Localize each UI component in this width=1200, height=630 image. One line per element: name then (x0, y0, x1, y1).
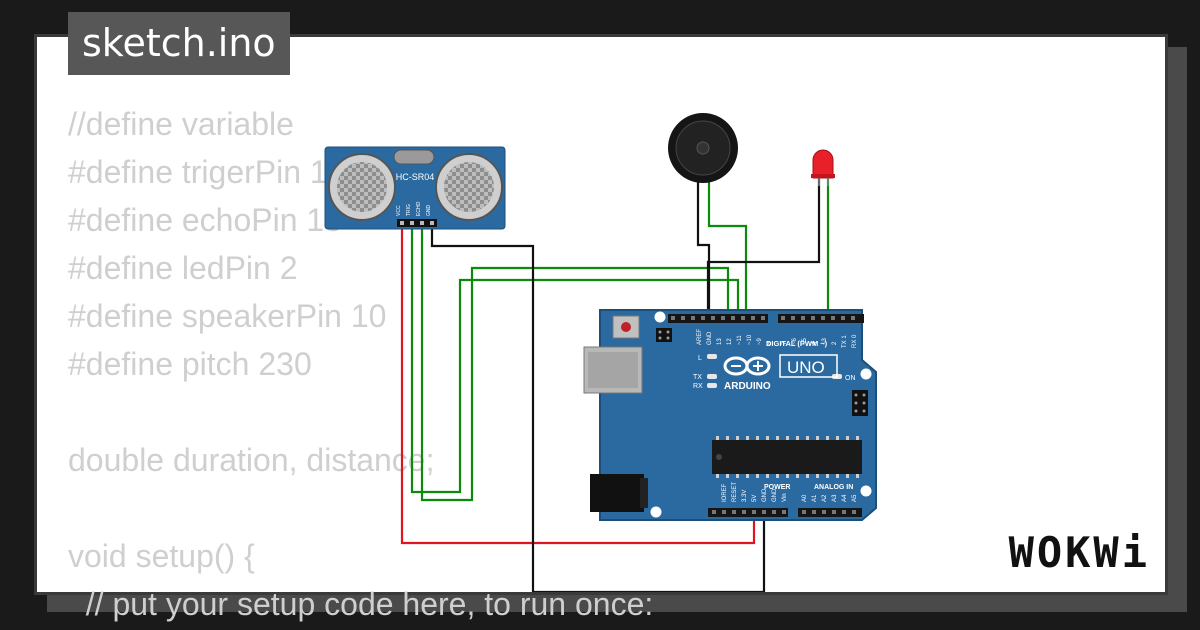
power-label: POWER (764, 484, 790, 491)
wire-led-gnd[interactable] (706, 178, 821, 320)
led-rx-label: RX (693, 383, 703, 390)
code-line: #define pitch 230 (68, 346, 312, 382)
wire-trig[interactable] (410, 228, 740, 494)
pin-label-a1: A1 (812, 494, 818, 502)
code-line: //define variable (68, 106, 294, 142)
code-line: #define ledPin 2 (68, 250, 298, 286)
pin-label-a2: A2 (822, 494, 828, 502)
code-preview: //define variable #define trigerPin 12 #… (68, 100, 653, 628)
code-line: void setup() { (68, 538, 255, 574)
pin-label-gnd: GND (707, 331, 713, 345)
pin-label-10: ~10 (747, 334, 753, 345)
analog-header (798, 508, 862, 517)
wire-vcc[interactable] (400, 228, 756, 545)
led-on-label: ON (845, 375, 856, 382)
wire-echo[interactable] (420, 228, 730, 502)
pin-label-a0: A0 (802, 494, 808, 502)
pin-label-3: ~3 (822, 337, 828, 345)
analog-label: ANALOG IN (814, 484, 853, 491)
arduino-model: UNO (787, 358, 825, 377)
code-line: #define speakerPin 10 (68, 298, 387, 334)
pin-label-7: 7 (782, 341, 788, 345)
wire-buzzer-signal[interactable] (707, 182, 748, 320)
led-tx-label: TX (693, 374, 702, 381)
pin-label-2: 2 (832, 341, 838, 345)
pin-label-ioref: IOREF (722, 483, 728, 502)
pin-label-a3: A3 (832, 494, 838, 502)
digital-label: DIGITAL (PWM ~) (766, 339, 828, 348)
arduino-uno-board[interactable]: AREF GND 13 12 ~11 ~10 ~9 8 7 ~6 ~5 4 ~3… (583, 309, 877, 521)
pin-label-aref: AREF (697, 329, 703, 345)
pin-label-a4: A4 (842, 494, 848, 502)
pin-label-11: ~11 (737, 335, 743, 345)
atmega-chip (712, 440, 862, 474)
pin-label-rx0: RX 0 (852, 334, 858, 348)
led-l-label: L (698, 355, 702, 362)
sensor-pin-trig: TRIG (406, 204, 412, 216)
transducer-right-mesh (444, 162, 494, 212)
arduino-brand: ARDUINO (724, 381, 771, 392)
pin-label-gnd1: GND (762, 488, 768, 502)
sensor-pin-echo: ECHO (416, 201, 422, 216)
pin-label-6: ~6 (792, 337, 798, 345)
ultrasonic-sensor[interactable]: HC-SR04 VCC TRIG ECHO GND (324, 146, 506, 230)
power-header (708, 508, 788, 517)
sensor-pin-gnd: GND (426, 205, 432, 217)
pin-label-9: ~9 (757, 337, 763, 345)
red-led[interactable] (811, 149, 835, 186)
power-jack (590, 474, 644, 512)
pin-label-8: 8 (767, 341, 773, 345)
code-line: double duration, distance; (68, 442, 435, 478)
pin-label-tx1: TX 1 (842, 335, 848, 348)
pin-label-13: 13 (717, 338, 723, 345)
pin-label-vin: Vin (782, 493, 788, 502)
pin-label-3v3: 3.3V (742, 490, 748, 502)
pin-label-reset: RESET (732, 482, 738, 502)
wire-gnd-sensor[interactable] (430, 228, 766, 592)
pin-label-5: ~5 (802, 337, 808, 345)
arduino-infinity-logo (723, 356, 771, 376)
pin-label-12: 12 (727, 338, 733, 345)
pin-label-4: 4 (812, 341, 818, 345)
sensor-model-label: HC-SR04 (396, 172, 435, 182)
wokwi-logo: WOKWi (1008, 528, 1150, 577)
pin-label-5v: 5V (752, 495, 758, 502)
sensor-pin-vcc: VCC (396, 205, 402, 216)
sketch-title[interactable]: sketch.ino (68, 12, 290, 75)
transducer-left-mesh (337, 162, 387, 212)
digital-header-left (668, 314, 768, 323)
piezo-buzzer[interactable] (668, 113, 738, 183)
pin-label-gnd2: GND (772, 488, 778, 502)
pin-label-a5: A5 (852, 494, 858, 502)
